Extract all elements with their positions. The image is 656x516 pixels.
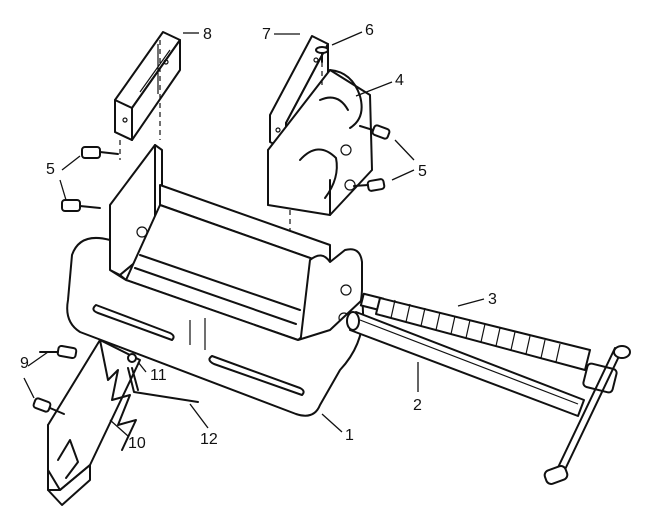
leader-lines — [23, 31, 485, 437]
callout-7: 7 — [262, 26, 271, 43]
screw-threads — [390, 299, 561, 363]
part-6-screw — [315, 46, 329, 85]
callout-10: 10 — [128, 435, 146, 452]
part-10-v-jaw — [47, 339, 141, 506]
part-8-jaw-plate — [114, 31, 181, 160]
callout-numbers: 8 7 6 4 5 5 3 2 1 9 11 10 12 — [20, 22, 497, 452]
part-5-screws-left — [61, 146, 119, 212]
callout-9: 9 — [20, 355, 29, 372]
part-5-screws-right — [353, 124, 391, 192]
callout-1: 1 — [345, 427, 354, 444]
part-4-movable-jaw — [267, 69, 373, 240]
part-3-lead-screw — [359, 292, 631, 485]
callout-3: 3 — [488, 291, 497, 308]
callout-11: 11 — [150, 367, 167, 384]
callout-4: 4 — [395, 72, 404, 89]
callout-5-left: 5 — [46, 161, 55, 178]
part-9-screws — [32, 344, 78, 415]
callout-5-right: 5 — [418, 163, 427, 180]
callout-12: 12 — [200, 431, 218, 448]
callout-8: 8 — [203, 26, 212, 43]
part-11-set-screw — [127, 353, 137, 363]
part-1-vise-base — [66, 144, 364, 417]
callout-6: 6 — [365, 22, 374, 39]
callout-2: 2 — [413, 397, 422, 414]
part-12-hex-key — [127, 367, 199, 403]
part-2-guide-rod — [346, 311, 585, 417]
